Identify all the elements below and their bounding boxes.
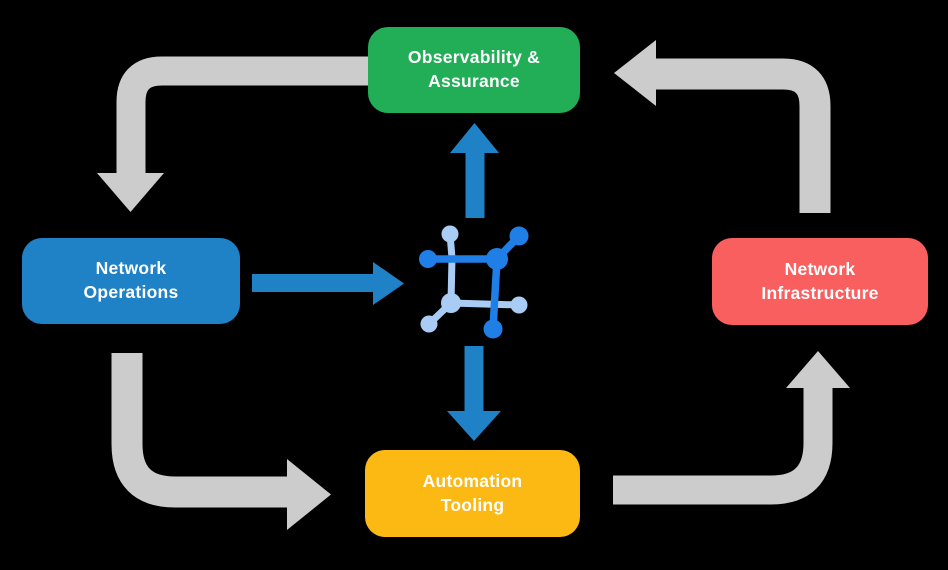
node-label: Automation Tooling [422,470,523,515]
arrow-platform-to-observability [450,123,499,218]
arrow-platform-to-automation [447,346,501,441]
arrow-shaft [656,58,831,213]
node-label: Observability & Assurance [407,47,541,91]
arrow-shaft [116,56,368,174]
arrow-operations-to-automation [111,353,331,530]
arrow-head-up-icon [450,123,499,153]
node-label: Network Operations [83,258,179,302]
arrow-operations-to-platform [252,262,404,305]
node-network-infrastructure: Network Infrastructure [712,238,928,325]
node-network-operations: Network Operations [22,238,240,324]
arrow-shaft [111,353,288,508]
network-platform-icon [419,225,529,339]
arrow-head-right-icon [287,459,331,530]
arrow-infrastructure-to-observability [614,40,831,213]
node-label: Network Infrastructure [761,258,879,303]
arrow-head-down-icon [97,173,164,212]
arrow-observability-to-operations [97,56,368,212]
arrow-head-left-icon [614,40,656,106]
arrow-head-down-icon [447,411,501,441]
arrow-automation-to-infrastructure [613,351,850,505]
arrow-head-up-icon [786,351,850,388]
node-automation-tooling: Automation Tooling [365,450,580,537]
arrow-head-right-icon [373,262,404,305]
arrow-shaft [613,388,833,505]
node-observability-assurance: Observability & Assurance [368,27,580,113]
